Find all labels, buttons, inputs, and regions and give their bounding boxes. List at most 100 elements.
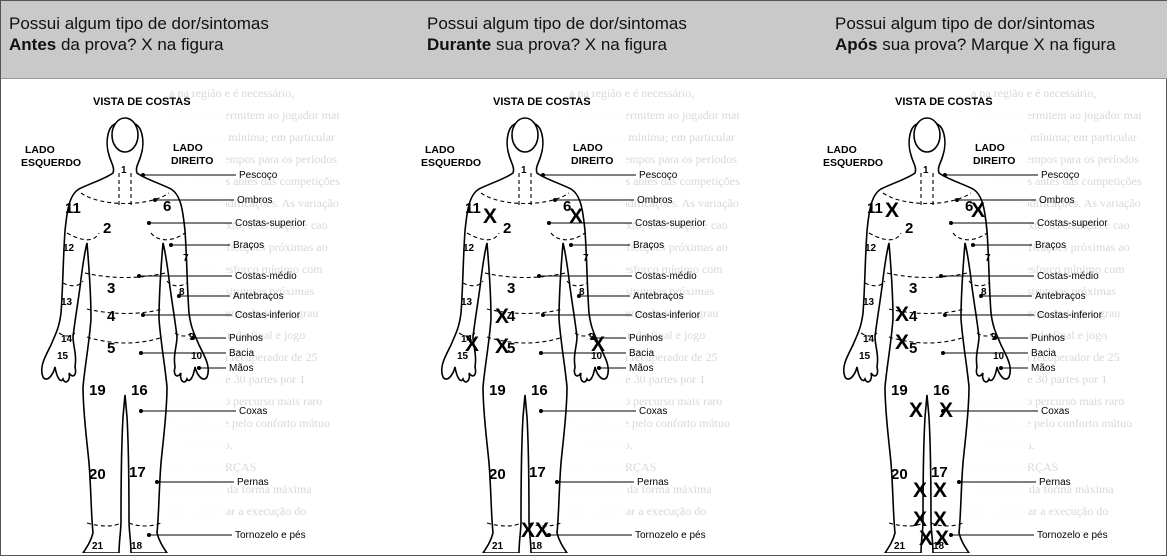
region-number-18: 18 xyxy=(531,541,543,552)
region-number-11: 11 xyxy=(867,200,883,217)
body-part-label: Braços xyxy=(633,240,664,251)
pain-mark-x: X xyxy=(939,399,953,422)
body-part-label: Mãos xyxy=(629,363,653,374)
right-side-label: LADO xyxy=(573,142,603,154)
header-bold: Durante xyxy=(427,35,491,54)
region-number-14: 14 xyxy=(863,334,875,345)
region-number-2: 2 xyxy=(103,220,111,237)
body-map-durante: a na região e é necessário,ificações per… xyxy=(421,83,761,553)
body-part-label: Costas-superior xyxy=(1037,218,1108,229)
body-part-label: Costas-superior xyxy=(635,218,706,229)
pain-mark-x: X xyxy=(535,519,549,542)
diagram-title: VISTA DE COSTAS xyxy=(93,96,191,108)
body-part-label: Costas-inferior xyxy=(235,310,301,321)
region-number-15: 15 xyxy=(859,351,871,362)
body-part-label: Pescoço xyxy=(639,170,678,181)
head-outline xyxy=(112,118,138,152)
diagram-title: VISTA DE COSTAS xyxy=(895,96,993,108)
region-number-13: 13 xyxy=(461,297,473,308)
body-part-label: Pernas xyxy=(237,477,269,488)
region-number-1: 1 xyxy=(521,165,527,176)
region-number-21: 21 xyxy=(492,541,504,552)
header-rest: sua prova? X na figura xyxy=(491,35,667,54)
panel-apos: a na região e é necessário,ificações per… xyxy=(823,83,1163,553)
region-number-12: 12 xyxy=(63,243,75,254)
header-durante: Possui algum tipo de dor/sintomas Durant… xyxy=(427,13,772,55)
body-part-label: Mãos xyxy=(1031,363,1055,374)
right-side-label: LADO xyxy=(975,142,1005,154)
region-number-2: 2 xyxy=(503,220,511,237)
region-number-18: 18 xyxy=(131,541,143,552)
region-number-20: 20 xyxy=(891,466,908,483)
region-number-7: 7 xyxy=(985,253,991,264)
header-line1: Possui algum tipo de dor/sintomas xyxy=(9,13,339,34)
body-part-label: Bacia xyxy=(1031,348,1056,359)
region-number-4: 4 xyxy=(909,308,918,325)
pain-mark-x: X xyxy=(895,303,909,326)
region-number-3: 3 xyxy=(507,280,515,297)
body-part-label: Punhos xyxy=(229,333,263,344)
region-number-14: 14 xyxy=(61,334,73,345)
body-part-label: Bacia xyxy=(229,348,254,359)
left-side-label: ESQUERDO xyxy=(421,157,481,169)
region-number-19: 19 xyxy=(489,382,506,399)
region-number-20: 20 xyxy=(89,466,106,483)
body-part-label: Costas-inferior xyxy=(1037,310,1103,321)
region-number-5: 5 xyxy=(107,340,115,357)
pain-mark-x: X xyxy=(933,479,947,502)
region-number-19: 19 xyxy=(89,382,106,399)
header-bold: Antes xyxy=(9,35,56,54)
region-number-20: 20 xyxy=(489,466,506,483)
pain-mark-x: X xyxy=(521,519,535,542)
region-number-2: 2 xyxy=(905,220,913,237)
body-part-label: Coxas xyxy=(239,406,267,417)
pain-mark-x: X xyxy=(495,335,509,358)
left-side-label: ESQUERDO xyxy=(21,157,81,169)
body-part-label: Ombros xyxy=(637,195,673,206)
body-part-label: Punhos xyxy=(1031,333,1065,344)
header-bar: Possui algum tipo de dor/sintomas Antes … xyxy=(1,1,1167,79)
body-part-label: Pescoço xyxy=(1041,170,1080,181)
right-side-label: DIREITO xyxy=(171,155,213,167)
body-part-label: Costas-médio xyxy=(235,271,297,282)
diagram-title: VISTA DE COSTAS xyxy=(493,96,591,108)
pain-mark-x: X xyxy=(935,527,949,550)
pain-mark-x: X xyxy=(913,479,927,502)
header-bold: Após xyxy=(835,35,878,54)
header-line1: Possui algum tipo de dor/sintomas xyxy=(835,13,1135,34)
body-part-label: Coxas xyxy=(639,406,667,417)
body-part-label: Punhos xyxy=(629,333,663,344)
pain-mark-x: X xyxy=(971,199,985,222)
right-side-label: DIREITO xyxy=(571,155,613,167)
pain-mark-x: X xyxy=(495,305,509,328)
region-number-16: 16 xyxy=(933,382,950,399)
body-part-label: Coxas xyxy=(1041,406,1069,417)
body-part-label: Bacia xyxy=(629,348,654,359)
region-number-13: 13 xyxy=(863,297,875,308)
body-part-label: Ombros xyxy=(1039,195,1075,206)
region-number-16: 16 xyxy=(131,382,148,399)
body-map-apos: a na região e é necessário,ificações per… xyxy=(823,83,1163,553)
body-part-label: Antebraços xyxy=(1035,291,1086,302)
region-number-17: 17 xyxy=(129,464,146,481)
region-number-5: 5 xyxy=(909,340,917,357)
region-number-7: 7 xyxy=(583,253,589,264)
region-number-19: 19 xyxy=(891,382,908,399)
body-part-label: Antebraços xyxy=(233,291,284,302)
panel-antes: a na região e é necessário,ificações per… xyxy=(21,83,361,553)
left-side-label: LADO xyxy=(25,144,55,156)
pain-mark-x: X xyxy=(885,199,899,222)
left-side-label: LADO xyxy=(827,144,857,156)
body-part-label: Costas-médio xyxy=(635,271,697,282)
body-part-label: Costas-médio xyxy=(1037,271,1099,282)
header-rest: da prova? X na figura xyxy=(56,35,223,54)
region-number-11: 11 xyxy=(65,200,81,217)
region-number-3: 3 xyxy=(909,280,917,297)
body-part-label: Costas-inferior xyxy=(635,310,701,321)
pain-mark-x: X xyxy=(895,331,909,354)
body-part-label: Ombros xyxy=(237,195,273,206)
body-part-label: Tornozelo e pés xyxy=(1037,530,1108,541)
right-side-label: LADO xyxy=(173,142,203,154)
region-number-16: 16 xyxy=(531,382,548,399)
body-part-label: Pescoço xyxy=(239,170,278,181)
